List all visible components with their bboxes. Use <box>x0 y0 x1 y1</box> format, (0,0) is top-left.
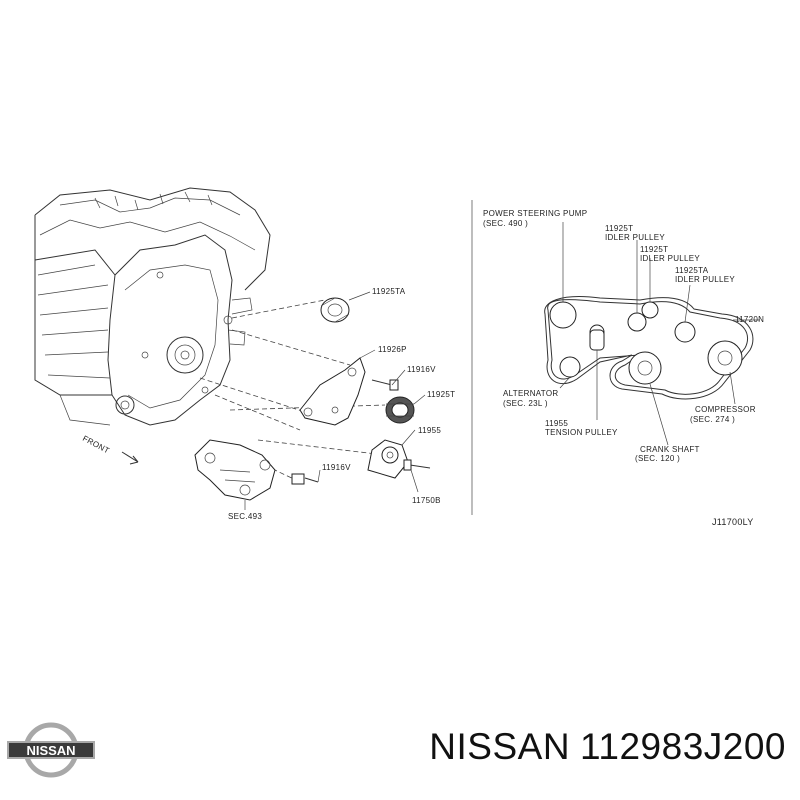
crank-pulley <box>628 351 662 385</box>
front-label: FRONT <box>81 434 111 456</box>
nissan-logo: NISSAN <box>7 722 95 778</box>
label-idler3-name: IDLER PULLEY <box>675 275 735 284</box>
label-11955: 11955 <box>418 426 441 435</box>
label-11916v-lower: 11916V <box>322 463 351 472</box>
belt-routing <box>544 296 754 400</box>
label-tension-code: 11955 <box>545 419 568 428</box>
logo-band <box>7 741 95 759</box>
label-idler2-name: IDLER PULLEY <box>640 254 700 263</box>
label-ps-pump-sec: (SEC. 490 ) <box>483 219 528 228</box>
label-idler3-code: 11925TA <box>675 266 709 275</box>
engine-block <box>34 187 271 426</box>
label-alternator: ALTERNATOR <box>503 389 558 398</box>
idler-pulley-t-part <box>385 396 415 424</box>
idler-pulley-ta-part <box>320 297 350 323</box>
label-compressor: COMPRESSOR <box>695 405 756 414</box>
label-idler1-code: 11925T <box>605 224 633 233</box>
label-tension-name: TENSION PULLEY <box>545 428 618 437</box>
tension-arm <box>589 329 605 351</box>
logo-text: NISSAN <box>26 743 75 758</box>
idler-pulley-3 <box>674 321 696 343</box>
bolt-upper-part <box>371 379 399 391</box>
label-belt-code: 11720N <box>735 315 764 324</box>
part-number: 112983J200 <box>580 726 786 767</box>
brand-name: NISSAN <box>429 726 571 767</box>
left-leaders <box>244 291 426 510</box>
label-compressor-sec: (SEC. 274 ) <box>690 415 735 424</box>
bracket-p-part <box>299 357 366 426</box>
label-11926p: 11926P <box>378 345 407 354</box>
idler-pulley-2 <box>641 301 659 319</box>
label-sec493: SEC.493 <box>228 512 262 521</box>
label-11925t: 11925T <box>427 390 455 399</box>
label-11750b: 11750B <box>412 496 441 505</box>
diagram-id: J11700LY <box>712 517 754 527</box>
label-idler1-name: IDLER PULLEY <box>605 233 665 242</box>
label-ps-pump: POWER STEERING PUMP <box>483 209 587 218</box>
tensioner-part <box>367 439 409 479</box>
front-direction: FRONT <box>81 434 139 465</box>
bolt-lower-part <box>403 459 431 471</box>
leader-dashes <box>199 299 386 483</box>
right-leaders <box>559 222 760 446</box>
label-alternator-sec: (SEC. 23L ) <box>503 399 548 408</box>
bolt-b-part <box>291 473 319 485</box>
label-crank-sec: (SEC. 120 ) <box>635 454 680 463</box>
front-arrow-icon <box>121 451 139 465</box>
label-11925ta: 11925TA <box>372 287 406 296</box>
label-11916v-upper: 11916V <box>407 365 436 374</box>
sec493-bracket-part <box>194 439 276 501</box>
label-idler2-code: 11925T <box>640 245 668 254</box>
power-steering-pulley <box>549 301 577 329</box>
compressor-pulley <box>707 340 743 376</box>
alternator-pulley <box>559 356 581 378</box>
label-crank: CRANK SHAFT <box>640 445 700 454</box>
idler-pulley-1 <box>627 312 647 332</box>
